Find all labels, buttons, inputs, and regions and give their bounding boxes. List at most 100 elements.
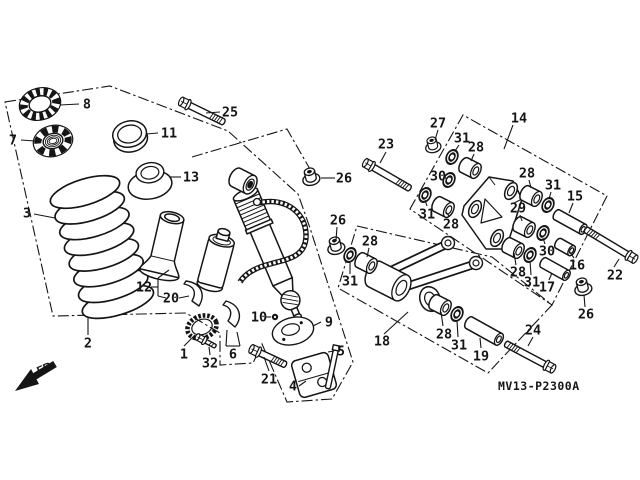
part-number: 4 bbox=[289, 379, 297, 395]
hw-nut bbox=[574, 277, 593, 297]
part-label-18: 18 bbox=[374, 311, 409, 350]
part-label-9: 9 bbox=[312, 315, 333, 331]
part-number: 27 bbox=[430, 116, 446, 132]
part-label-21: 21 bbox=[261, 356, 277, 388]
part-number: 28 bbox=[362, 234, 378, 250]
part-label-11: 11 bbox=[145, 126, 177, 142]
part-label-15: 15 bbox=[567, 189, 583, 214]
hardware-layer bbox=[177, 96, 639, 374]
part-label-26: 26 bbox=[321, 171, 352, 187]
part-label-31: 31 bbox=[545, 178, 561, 200]
part-number: 12 bbox=[136, 280, 152, 296]
fr-arrow bbox=[15, 361, 57, 391]
knuckle-arm bbox=[461, 176, 523, 250]
group-border-inner bbox=[191, 128, 312, 172]
hw-bushing bbox=[512, 215, 536, 239]
part-label-26: 26 bbox=[330, 213, 346, 241]
part-number: 31 bbox=[451, 338, 467, 354]
hw-seal bbox=[523, 247, 537, 263]
part-number: 5 bbox=[337, 344, 345, 360]
hw-bolt bbox=[194, 333, 217, 349]
part-number: 29 bbox=[510, 201, 526, 217]
part-label-28: 28 bbox=[362, 234, 378, 258]
part-number: 30 bbox=[539, 244, 555, 260]
part-label-22: 22 bbox=[607, 258, 623, 284]
part-label-30: 30 bbox=[430, 169, 448, 185]
shock-absorber bbox=[228, 167, 309, 321]
part-label-8: 8 bbox=[59, 97, 91, 113]
artwork bbox=[15, 87, 523, 399]
part-number: 7 bbox=[9, 133, 17, 149]
part-number: 26 bbox=[330, 213, 346, 229]
hw-bushing bbox=[458, 156, 482, 180]
part-label-29: 29 bbox=[510, 201, 526, 222]
clamp-band bbox=[185, 313, 219, 341]
part-label-27: 27 bbox=[430, 116, 446, 141]
part-label-7: 7 bbox=[9, 133, 36, 149]
part-label-1: 1 bbox=[180, 334, 196, 363]
part-label-12: 12 bbox=[136, 269, 170, 299]
part-number: 9 bbox=[325, 315, 333, 331]
part-label-4: 4 bbox=[289, 379, 307, 395]
part-label-28: 28 bbox=[443, 211, 459, 233]
hw-seal bbox=[450, 306, 464, 322]
part-number: 1 bbox=[180, 347, 188, 363]
diagram-code: MV13-P2300A bbox=[498, 379, 580, 393]
part-number: 28 bbox=[443, 217, 459, 233]
part-number: 8 bbox=[83, 97, 91, 113]
part-number: 28 bbox=[436, 327, 452, 343]
part-number: 23 bbox=[378, 137, 394, 153]
part-number: 28 bbox=[519, 166, 535, 182]
part-label-20: 20 bbox=[163, 291, 190, 307]
hw-collar bbox=[539, 256, 571, 282]
part-number: 24 bbox=[525, 323, 541, 339]
part-label-17: 17 bbox=[539, 272, 555, 296]
hose bbox=[237, 197, 309, 284]
hw-nut bbox=[302, 167, 321, 187]
part-number: 32 bbox=[202, 356, 218, 372]
group-border-lower-right bbox=[337, 225, 553, 374]
part-label-28: 28 bbox=[468, 140, 484, 162]
part-label-30: 30 bbox=[539, 237, 555, 260]
hw-dot bbox=[271, 313, 279, 321]
part-number: 26 bbox=[578, 307, 594, 323]
hw-seal bbox=[445, 149, 459, 165]
part-label-28: 28 bbox=[519, 166, 535, 189]
part-label-28: 28 bbox=[510, 252, 526, 281]
hw-collar bbox=[463, 316, 505, 346]
hw-bolt bbox=[248, 343, 288, 368]
group-border-upper-right bbox=[409, 114, 608, 306]
hw-bushing bbox=[501, 236, 525, 260]
hw-bolt bbox=[503, 340, 557, 374]
part-label-32: 32 bbox=[202, 346, 218, 372]
washer-plate bbox=[271, 316, 315, 346]
reservoir bbox=[196, 227, 236, 293]
hw-bolt bbox=[361, 157, 412, 192]
group-border-left bbox=[4, 85, 354, 403]
part-number: 3 bbox=[23, 206, 31, 222]
part-number: 15 bbox=[567, 189, 583, 205]
part-label-31: 31 bbox=[524, 260, 540, 291]
part-number: 2 bbox=[84, 336, 92, 352]
spring-adjuster-nut bbox=[32, 124, 74, 158]
boot-shell-6 bbox=[222, 300, 241, 328]
shock-top-eye bbox=[228, 167, 258, 195]
part-label-10: 10 bbox=[251, 310, 271, 326]
part-label-19: 19 bbox=[473, 337, 489, 365]
part-number: 11 bbox=[161, 126, 177, 142]
part-number: 17 bbox=[539, 280, 555, 296]
hw-seal bbox=[343, 247, 357, 263]
part-number: 31 bbox=[454, 131, 470, 147]
spring-seat-ring bbox=[111, 120, 149, 153]
hw-seal bbox=[541, 197, 555, 213]
part-number: 30 bbox=[430, 169, 446, 185]
part-number: 20 bbox=[163, 291, 179, 307]
part-number: 31 bbox=[524, 275, 540, 291]
part-label-24: 24 bbox=[525, 323, 541, 347]
spring-lock-ring bbox=[18, 87, 62, 121]
part-label-31: 31 bbox=[454, 131, 470, 152]
hw-bushing bbox=[431, 195, 455, 219]
part-number: 31 bbox=[545, 178, 561, 194]
